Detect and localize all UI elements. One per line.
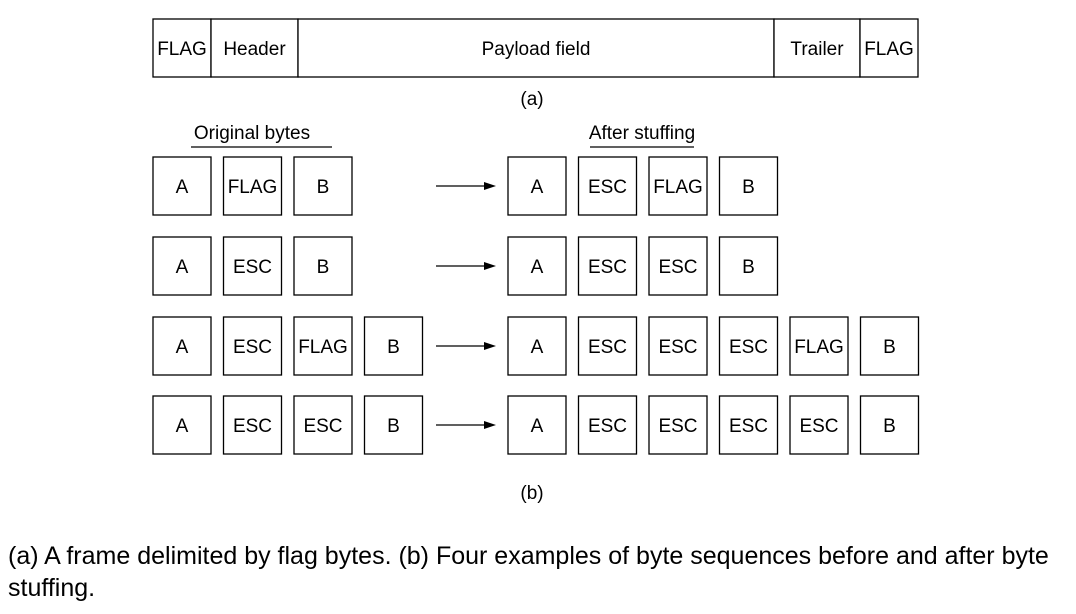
stuffed-byte-label: A — [531, 416, 544, 437]
frame-field-box — [297, 18, 775, 78]
original-byte-box — [293, 316, 353, 376]
stuffed-byte-label: ESC — [588, 177, 627, 198]
original-byte-label: ESC — [303, 416, 342, 437]
original-byte-label: A — [176, 257, 189, 278]
original-byte-label: B — [387, 337, 400, 358]
stuffed-byte-label: ESC — [588, 257, 627, 278]
stuffed-byte-box — [577, 236, 638, 296]
original-byte-label: B — [317, 177, 330, 198]
original-byte-label: FLAG — [228, 177, 278, 198]
arrow-head — [484, 262, 496, 270]
arrow-head — [484, 182, 496, 190]
original-byte-label: A — [176, 177, 189, 198]
after-stuffing-heading: After stuffing — [589, 123, 695, 144]
original-byte-box — [293, 395, 353, 455]
stuffed-byte-box — [859, 395, 920, 455]
frame-field-box — [859, 18, 919, 78]
stuffed-byte-label: B — [883, 416, 896, 437]
stuffed-byte-label: FLAG — [794, 337, 844, 358]
original-bytes-heading: Original bytes — [194, 123, 310, 144]
arrow-head — [484, 342, 496, 350]
figure-caption: (a) A frame delimited by flag bytes. (b)… — [8, 542, 1049, 602]
stuffed-byte-label: ESC — [588, 416, 627, 437]
stuffed-byte-label: ESC — [799, 416, 838, 437]
frame-label: (a) — [520, 89, 543, 110]
frame-field-label: FLAG — [157, 39, 207, 60]
stuffed-byte-box — [859, 316, 920, 376]
stuffed-byte-box — [577, 395, 638, 455]
original-byte-label: B — [387, 416, 400, 437]
stuffed-byte-box — [789, 395, 849, 455]
stuffed-byte-box — [789, 316, 849, 376]
original-byte-label: A — [176, 337, 189, 358]
stuffing-label: (b) — [520, 483, 543, 504]
frame-field-label: Header — [223, 39, 286, 60]
stuffed-byte-label: A — [531, 337, 544, 358]
stuffed-byte-label: FLAG — [653, 177, 703, 198]
original-byte-box — [222, 316, 283, 376]
original-byte-label: ESC — [233, 257, 272, 278]
stuffed-byte-box — [718, 156, 779, 216]
stuffed-byte-box — [718, 236, 779, 296]
original-byte-box — [363, 316, 424, 376]
original-byte-label: B — [317, 257, 330, 278]
original-byte-box — [222, 156, 283, 216]
original-byte-box — [222, 236, 283, 296]
frame-diagram: FLAG Header Payload field Trailer FLAG — [152, 18, 919, 78]
stuffed-byte-label: ESC — [658, 416, 697, 437]
stuffed-byte-box — [507, 156, 567, 216]
stuffed-byte-label: B — [742, 177, 755, 198]
original-byte-box — [293, 156, 353, 216]
stuffed-byte-box — [648, 236, 708, 296]
original-byte-box — [152, 316, 212, 376]
original-byte-label: FLAG — [298, 337, 348, 358]
stuffed-byte-label: ESC — [658, 257, 697, 278]
stuffed-byte-label: ESC — [588, 337, 627, 358]
stuffed-byte-label: A — [531, 257, 544, 278]
stuffed-byte-box — [648, 395, 708, 455]
frame-field-label: FLAG — [864, 39, 914, 60]
original-byte-box — [363, 395, 424, 455]
stuffed-byte-label: ESC — [729, 337, 768, 358]
original-byte-box — [152, 395, 212, 455]
stuffed-byte-box — [718, 395, 779, 455]
frame-field-box — [210, 18, 299, 78]
stuffed-byte-box — [577, 316, 638, 376]
original-byte-box — [293, 236, 353, 296]
original-byte-box — [152, 156, 212, 216]
stuffed-byte-label: A — [531, 177, 544, 198]
stuffed-byte-box — [718, 316, 779, 376]
frame-field-box — [152, 18, 212, 78]
stuffed-byte-box — [507, 395, 567, 455]
stuffed-byte-label: B — [883, 337, 896, 358]
stuffing-examples: A FLAG B A ESC FLAG B A ESC B A ESC ESC B A ESC FLAG B A ES… — [152, 156, 920, 455]
frame-field-label: Payload field — [482, 39, 591, 60]
stuffed-byte-label: ESC — [729, 416, 768, 437]
original-byte-label: A — [176, 416, 189, 437]
original-byte-box — [152, 236, 212, 296]
stuffed-byte-label: ESC — [658, 337, 697, 358]
stuffed-byte-box — [648, 316, 708, 376]
arrow-head — [484, 421, 496, 429]
stuffed-byte-box — [507, 316, 567, 376]
frame-field-label: Trailer — [790, 39, 844, 60]
original-byte-label: ESC — [233, 416, 272, 437]
stuffed-byte-box — [577, 156, 638, 216]
stuffed-byte-box — [648, 156, 708, 216]
stuffed-byte-label: B — [742, 257, 755, 278]
original-byte-box — [222, 395, 283, 455]
stuffed-byte-box — [507, 236, 567, 296]
original-byte-label: ESC — [233, 337, 272, 358]
